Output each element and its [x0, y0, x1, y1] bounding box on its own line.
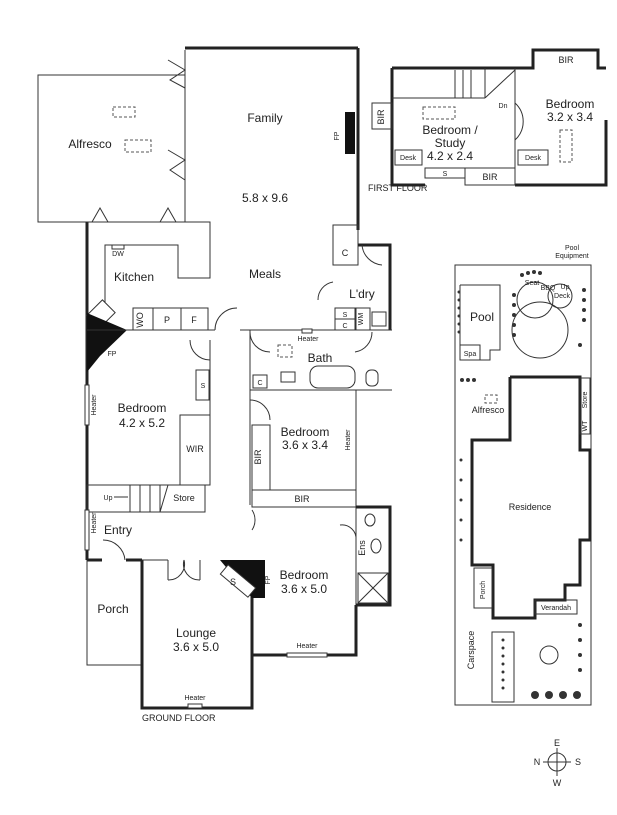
c-cupboard-label: C [342, 323, 347, 330]
bbq-label: BBQ [541, 285, 556, 292]
bir-label-top: BIR [558, 55, 574, 65]
fireplace-label: FP [265, 575, 272, 584]
pool-equipment-label-2: Equipment [555, 253, 589, 260]
shelf-label: S [443, 171, 448, 178]
room-label-ensuite: Ens [357, 540, 367, 556]
room-label-porch: Porch [97, 602, 128, 616]
ground-floor-caption: GROUND FLOOR [142, 713, 216, 723]
room-label-laundry: L'dry [349, 287, 375, 301]
room-label-meals: Meals [249, 267, 281, 281]
dishwasher-label: DW [112, 251, 124, 258]
first-floor-caption: FIRST FLOOR [368, 183, 428, 193]
first-floor: BIR BIR BIR S Dn Desk Desk Bedroom / Stu… [368, 48, 608, 193]
room-label-bedroom-study: Bedroom / [422, 123, 478, 137]
bath-area: Heater Bath C [249, 328, 392, 505]
wir-label: WIR [186, 444, 204, 454]
room-label-bedroom: Bedroom [546, 97, 595, 111]
spa-label: Spa [464, 351, 477, 358]
room-label-bedroom-3: Bedroom [280, 568, 329, 582]
wall-oven-label: WO [135, 312, 145, 328]
wt-label: WT [582, 420, 589, 432]
pool-equipment-label: Pool [565, 245, 579, 252]
room-label-bedroom-1: Bedroom [118, 401, 167, 415]
bir-label-left: BIR [376, 109, 386, 125]
room-label-bedroom-study-2: Study [435, 136, 466, 150]
cupboard-label: C [342, 248, 349, 258]
heater-label: Heater [345, 429, 352, 451]
room-label-entry: Entry [104, 523, 132, 537]
desk-label: Desk [400, 155, 416, 162]
heater-label: Heater [91, 394, 98, 416]
room-label-lounge: Lounge [176, 626, 216, 640]
store-label: Store [173, 493, 195, 503]
seat-label: Seat [525, 280, 539, 287]
heater-label: Heater [184, 695, 206, 702]
desk-label: Desk [525, 155, 541, 162]
ground-floor: Alfresco FP Family 5.8 x 9.6 Meals DW Ki… [37, 46, 392, 723]
deck-label: Deck [554, 293, 570, 300]
room-label-bath: Bath [308, 351, 333, 365]
fireplace-label: FP [334, 131, 341, 140]
compass-west: W [553, 778, 562, 788]
bir-label: BIR [294, 494, 310, 504]
room-dim-bedroom: 3.2 x 3.4 [547, 110, 593, 124]
pantry-label: P [164, 315, 170, 325]
family-area: FP Family 5.8 x 9.6 Meals [184, 46, 360, 281]
bir-label-bottom: BIR [482, 172, 498, 182]
compass: E N S W [534, 738, 581, 788]
site-alfresco-label: Alfresco [472, 405, 505, 415]
heater-label: Heater [297, 336, 319, 343]
room-label-alfresco: Alfresco [68, 137, 112, 151]
site-plan: Pool Equipment Pool Spa Seat BBQ Deck Up… [454, 245, 592, 706]
room-dim-bedroom-study: 4.2 x 2.4 [427, 149, 473, 163]
washing-machine-label: WM [358, 313, 365, 326]
room-dim-lounge: 3.6 x 5.0 [173, 640, 219, 654]
stairs-down-label: Dn [499, 103, 508, 110]
store-label: Store [582, 392, 589, 409]
s-cupboard-label: S [343, 312, 348, 319]
shelf-label: S [201, 383, 206, 390]
heater-label: Heater [296, 643, 318, 650]
alfresco-area: Alfresco [37, 59, 186, 223]
room-dim-family: 5.8 x 9.6 [242, 191, 288, 205]
fridge-label: F [191, 315, 197, 325]
room-dim-bedroom-2: 3.6 x 3.4 [282, 438, 328, 452]
porch-label: Porch [480, 581, 487, 599]
lounge-area: S FP Heater Lounge 3.6 x 5.0 [140, 559, 272, 710]
room-label-bedroom-2: Bedroom [281, 425, 330, 439]
bedroom-2: BIR Bedroom 3.6 x 3.4 Heater BIR [249, 390, 357, 655]
heater-label: Heater [91, 512, 98, 534]
compass-north: N [534, 757, 541, 767]
bath-cupboard-label: C [257, 380, 262, 387]
bedroom-1: S WIR Heater Bedroom 4.2 x 5.2 [84, 339, 211, 486]
pool-label: Pool [470, 310, 494, 324]
room-label-kitchen: Kitchen [114, 270, 154, 284]
stairs-up-label: Up [104, 495, 113, 502]
room-dim-bedroom-1: 4.2 x 5.2 [119, 416, 165, 430]
bir-label: BIR [253, 449, 263, 465]
carspace-label: Carspace [466, 631, 476, 670]
bedroom-3: Bedroom 3.6 x 5.0 Heater Ens [251, 505, 392, 658]
verandah-label: Verandah [541, 605, 571, 612]
residence-label: Residence [509, 502, 552, 512]
deck-up-label: Up [561, 284, 570, 291]
compass-south: S [575, 757, 581, 767]
kitchen-area: DW Kitchen WO P F FP [85, 221, 211, 560]
laundry-area: C L'dry S C WM [317, 224, 392, 331]
shelf-label: S [230, 577, 236, 587]
entry-area: Heater Entry [84, 509, 142, 562]
room-dim-bedroom-3: 3.6 x 5.0 [281, 582, 327, 596]
compass-east: E [554, 738, 560, 748]
room-label-family: Family [247, 111, 282, 125]
stairs-store: Up Store [86, 484, 206, 513]
fireplace-label: FP [108, 351, 117, 358]
